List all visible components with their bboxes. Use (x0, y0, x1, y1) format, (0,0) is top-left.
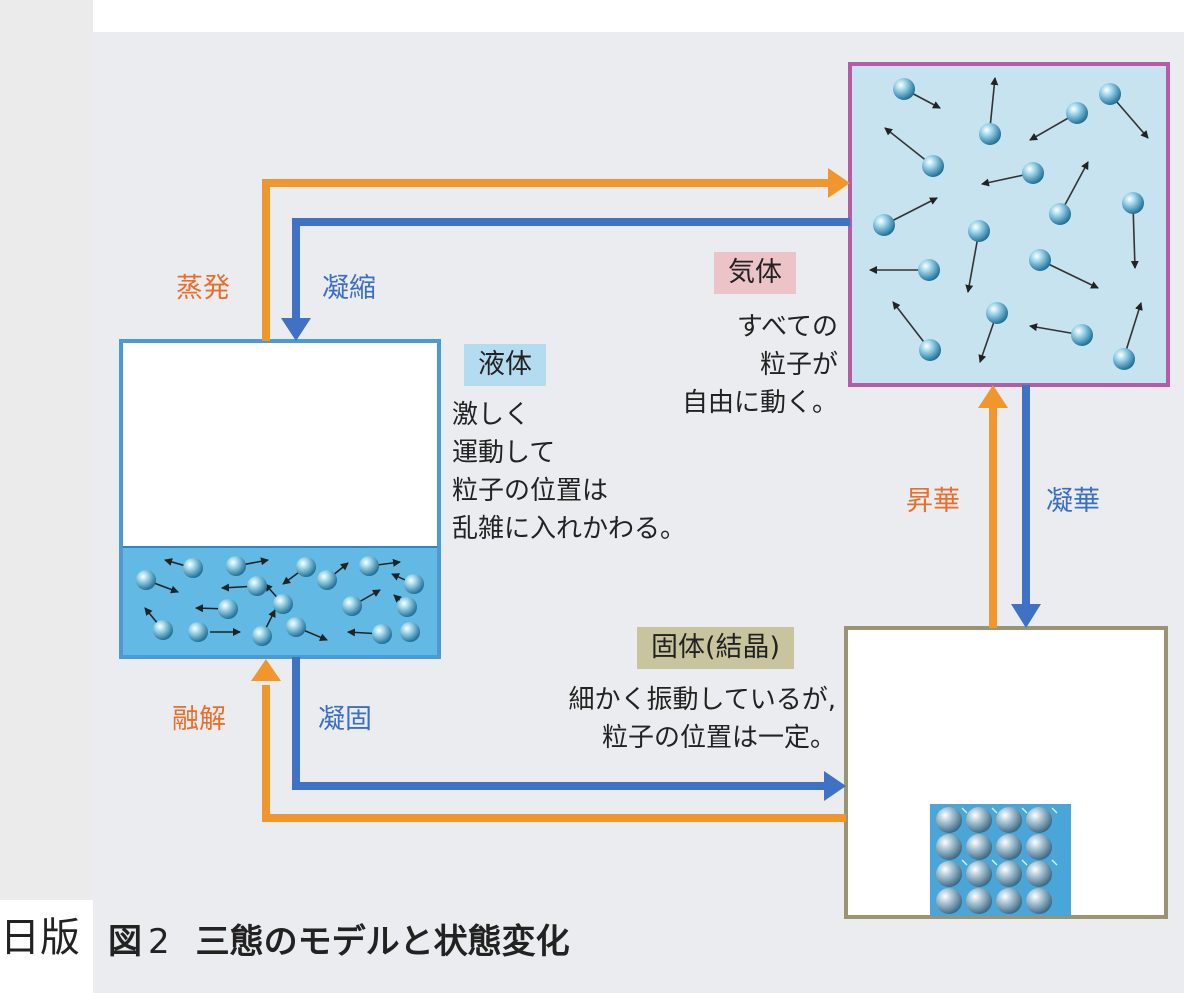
liquid-label: 液体 (464, 344, 546, 386)
gas-label: 気体 (714, 252, 796, 294)
gas-particle-balls (873, 78, 1144, 370)
solid-desc-line: 細かく振動しているが, (568, 685, 837, 715)
gas-description: すべての 粒子が 自由に動く。 (640, 308, 838, 422)
left-margin-panel (0, 0, 93, 900)
gas-desc-line: 粒子が (759, 350, 838, 380)
arrow-condensation (292, 218, 850, 322)
liquid-desc-line: 運動して (452, 438, 556, 468)
label-sublimation: 昇華 (906, 486, 960, 517)
label-evaporation: 蒸発 (176, 273, 230, 304)
caption-prefix: 図 (108, 922, 142, 962)
liquid-particle-balls (136, 556, 424, 646)
caption-number: 2 (148, 922, 170, 962)
solid-description: 細かく振動しているが, 粒子の位置は一定。 (480, 681, 837, 757)
label-condensation: 凝縮 (322, 273, 376, 304)
solid-desc-line: 粒子の位置は一定。 (601, 723, 836, 753)
solid-label: 固体(結晶) (637, 627, 795, 669)
gas-desc-line: 自由に動く。 (681, 388, 838, 418)
arrow-freezing (292, 657, 826, 790)
liquid-desc-line: 乱雑に入れかわる。 (452, 514, 687, 544)
arrow-melting (262, 685, 846, 822)
gas-desc-line: すべての (736, 312, 838, 342)
caption-title: 三態のモデルと状態変化 (195, 922, 570, 962)
label-freezing: 凝固 (318, 704, 372, 735)
liquid-desc-line: 粒子の位置は (452, 476, 609, 506)
arrow-evaporation (262, 179, 830, 341)
liquid-description: 激しく 運動して 粒子の位置は 乱雑に入れかわる。 (452, 396, 686, 548)
solid-vibration-marks (961, 807, 1058, 866)
label-deposition: 凝華 (1046, 486, 1100, 517)
liquid-desc-line: 激しく (452, 400, 531, 430)
solid-particle-balls (936, 807, 1052, 914)
gas-box (848, 62, 1170, 387)
arrowheads (251, 168, 1041, 801)
label-melting: 融解 (172, 704, 226, 735)
cut-off-text: 日版 (0, 915, 80, 961)
